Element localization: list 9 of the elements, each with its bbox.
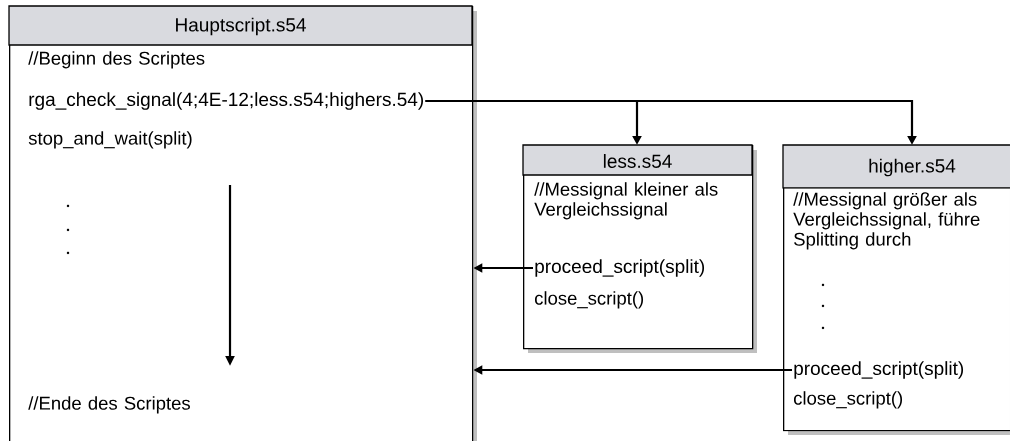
comment-text: //Messignal kleiner als Vergleichssignal	[534, 182, 718, 220]
comment-text: //Ende des Scriptes	[28, 396, 190, 414]
comment-text: //Beginn des Scriptes	[28, 51, 205, 69]
code-line: stop_and_wait(split)	[28, 131, 192, 149]
code-line: close_script()	[535, 291, 644, 309]
code-line: rga_check_signal(4;4E-12;less.s54;highers.54)	[29, 92, 423, 110]
box-title: Hauptscript.s54	[176, 17, 306, 36]
box-title: less.s54	[603, 154, 672, 168]
code-line: proceed_script(split)	[535, 259, 705, 277]
